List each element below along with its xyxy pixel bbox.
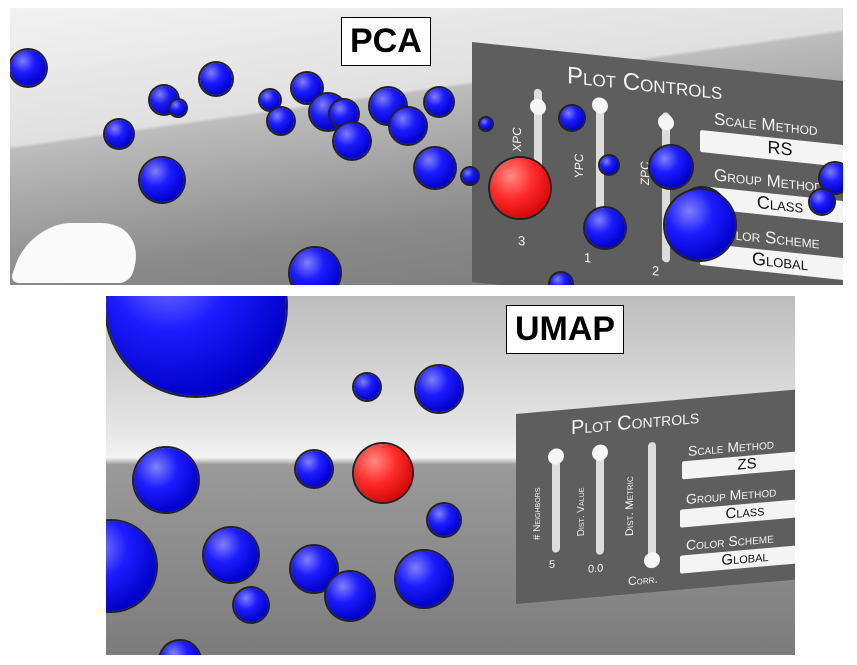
data-point[interactable] bbox=[462, 168, 478, 184]
data-point[interactable] bbox=[585, 208, 625, 248]
slider-value: 0.0 bbox=[588, 562, 604, 576]
data-point[interactable] bbox=[550, 273, 572, 285]
slider-knob[interactable] bbox=[548, 447, 564, 466]
data-point[interactable] bbox=[134, 448, 198, 512]
data-point[interactable] bbox=[390, 108, 426, 144]
data-point[interactable] bbox=[810, 190, 834, 214]
data-point[interactable] bbox=[665, 190, 735, 260]
data-point[interactable] bbox=[106, 296, 286, 396]
data-point[interactable] bbox=[326, 572, 374, 620]
slider-knob[interactable] bbox=[592, 96, 608, 115]
slider-label: # Neighbors bbox=[532, 487, 543, 541]
vr-hand-controller bbox=[10, 223, 151, 283]
data-point[interactable] bbox=[416, 366, 462, 412]
data-point[interactable] bbox=[106, 521, 156, 611]
data-point[interactable] bbox=[105, 120, 133, 148]
data-point[interactable] bbox=[428, 504, 460, 536]
slider-knob[interactable] bbox=[530, 98, 546, 116]
data-point[interactable] bbox=[234, 588, 268, 622]
data-point[interactable] bbox=[415, 148, 455, 188]
slider-label: Dist. Metric bbox=[624, 475, 636, 537]
slider-value: 2 bbox=[652, 262, 660, 279]
umap-label: UMAP bbox=[506, 305, 625, 354]
selected-data-point[interactable] bbox=[354, 444, 412, 502]
slider-label: Dist. Value bbox=[576, 487, 587, 537]
data-point[interactable] bbox=[560, 106, 584, 130]
data-point[interactable] bbox=[396, 551, 452, 607]
data-point[interactable] bbox=[600, 156, 618, 174]
slider-label: YPC bbox=[572, 152, 586, 179]
data-point[interactable] bbox=[296, 451, 332, 487]
slider-value: 3 bbox=[518, 232, 526, 249]
slider-knob[interactable] bbox=[644, 551, 660, 569]
data-point[interactable] bbox=[480, 118, 492, 130]
slider-dist-value[interactable] bbox=[592, 443, 608, 556]
selected-data-point[interactable] bbox=[490, 158, 550, 218]
data-point[interactable] bbox=[650, 146, 692, 188]
data-point[interactable] bbox=[170, 100, 186, 116]
slider-dist-metric[interactable] bbox=[644, 441, 660, 569]
data-point[interactable] bbox=[160, 641, 200, 655]
pca-label: PCA bbox=[341, 17, 431, 66]
data-point[interactable] bbox=[334, 123, 370, 159]
slider-value: 1 bbox=[584, 249, 592, 266]
data-point[interactable] bbox=[10, 50, 46, 86]
data-point[interactable] bbox=[290, 248, 340, 285]
panel-title: Plot Controls bbox=[567, 61, 723, 106]
data-point[interactable] bbox=[260, 90, 280, 110]
slider-label: XPC bbox=[510, 126, 524, 153]
data-point[interactable] bbox=[204, 528, 258, 582]
data-point[interactable] bbox=[268, 108, 294, 134]
data-point[interactable] bbox=[200, 63, 232, 95]
slider-neighbors[interactable] bbox=[548, 447, 564, 553]
umap-vr-scene: Plot Controls # Neighbors 5 Dist. Value … bbox=[106, 296, 795, 655]
data-point[interactable] bbox=[140, 158, 184, 202]
slider-value: 5 bbox=[549, 558, 556, 572]
plot-controls-panel: Plot Controls # Neighbors 5 Dist. Value … bbox=[516, 387, 795, 604]
scale-method-dropdown[interactable]: RS bbox=[700, 129, 843, 169]
panel-title: Plot Controls bbox=[571, 405, 700, 440]
data-point[interactable] bbox=[354, 374, 380, 400]
slider-knob[interactable] bbox=[592, 443, 608, 462]
data-point[interactable] bbox=[425, 88, 453, 116]
slider-knob[interactable] bbox=[658, 113, 674, 132]
data-point[interactable] bbox=[820, 163, 843, 193]
slider-value: Corr. bbox=[628, 571, 658, 589]
